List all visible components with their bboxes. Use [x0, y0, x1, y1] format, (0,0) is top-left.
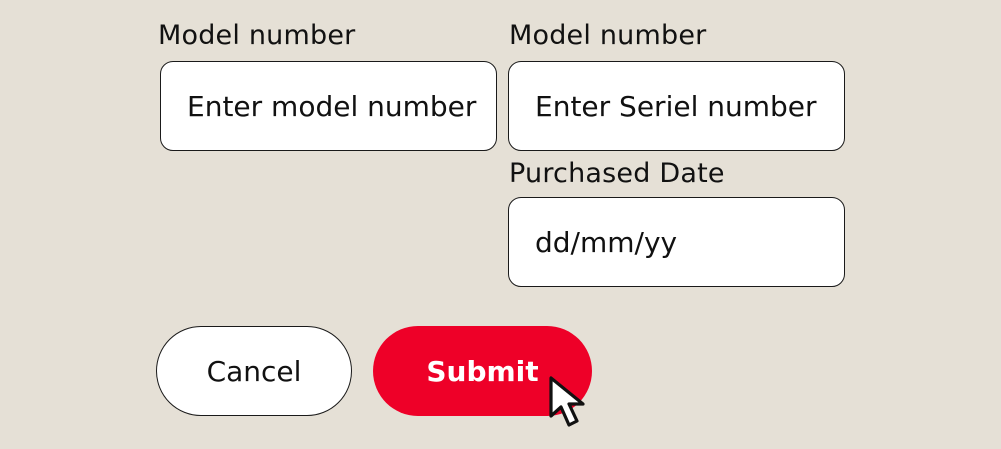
serial-number-label: Model number: [509, 20, 707, 51]
purchased-date-input[interactable]: [508, 197, 845, 287]
purchased-date-label: Purchased Date: [509, 158, 725, 189]
cancel-button[interactable]: Cancel: [156, 326, 352, 416]
pointer-hand-icon: [549, 376, 585, 427]
model-number-label: Model number: [158, 20, 356, 51]
model-number-input[interactable]: [160, 61, 497, 151]
serial-number-input[interactable]: [508, 61, 845, 151]
